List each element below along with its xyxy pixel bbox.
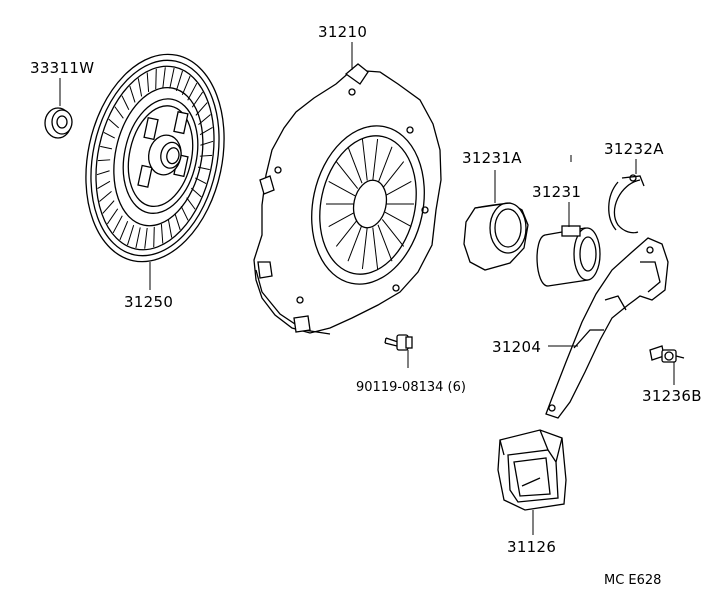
label-31204: 31204 — [492, 338, 541, 356]
label-31236B: 31236B — [642, 387, 702, 405]
label-31231: 31231 — [532, 183, 581, 201]
clutch-cover — [253, 63, 442, 335]
cover-bolt — [384, 334, 413, 351]
diagram-code: MC E628 — [604, 573, 661, 588]
label-31210: 31210 — [318, 23, 367, 41]
label-33311W: 33311W — [30, 59, 94, 77]
label-31250: 31250 — [124, 293, 173, 311]
hub-clip — [608, 174, 645, 234]
label-31126: 31126 — [507, 538, 556, 556]
fork-support — [649, 345, 685, 363]
bearing-hub — [536, 225, 601, 287]
release-bearing — [463, 202, 529, 271]
label-90119-08134: 90119-08134 (6) — [356, 380, 466, 395]
label-31231A: 31231A — [462, 149, 522, 167]
release-fork — [545, 237, 669, 419]
label-31232A: 31232A — [604, 140, 664, 158]
pilot-bearing — [44, 107, 73, 139]
fork-boot — [497, 429, 567, 511]
clutch-disc — [85, 53, 225, 263]
